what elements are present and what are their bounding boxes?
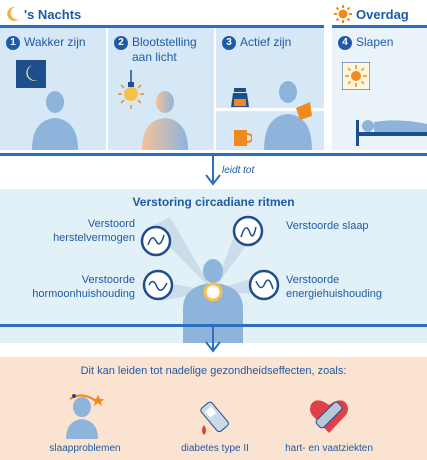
heart-bandage-icon bbox=[310, 400, 348, 433]
window-moon-icon bbox=[16, 60, 46, 88]
arrow-down-icon bbox=[205, 174, 221, 186]
day-header: Overdag bbox=[356, 7, 409, 22]
disruption-label-hormoon: Verstoorde hormoonhuishouding bbox=[32, 274, 135, 300]
panel-slapen: 4 Slapen bbox=[332, 28, 427, 150]
glucose-meter-icon bbox=[200, 401, 229, 435]
panel-actief-zijn: 3 Actief zijn bbox=[216, 28, 324, 150]
connector-bar-top bbox=[0, 153, 427, 156]
window-sun-icon bbox=[342, 62, 370, 90]
person-figure bbox=[32, 91, 78, 150]
disruption-label-herstel: Verstoord herstelvermogen bbox=[53, 218, 135, 244]
arrow-down-icon bbox=[205, 341, 221, 353]
effect-label-diabetes: diabetes type II bbox=[181, 443, 249, 454]
effects-panel: Dit kan leiden tot nadelige gezondheidse… bbox=[0, 357, 427, 460]
clock-icon bbox=[232, 215, 264, 247]
step-number: 4 bbox=[338, 36, 352, 50]
person-figure bbox=[142, 91, 188, 150]
sun-icon bbox=[334, 5, 352, 28]
disruption-panel: Verstoring circadiane ritmen Verstoord h… bbox=[0, 189, 427, 343]
moon-icon bbox=[6, 6, 20, 27]
coffee-pot-icon bbox=[231, 88, 249, 107]
connector-label: leidt tot bbox=[222, 165, 255, 176]
night-header: 's Nachts bbox=[24, 7, 82, 22]
panel-label: Slapen bbox=[356, 35, 394, 49]
step-number: 3 bbox=[222, 36, 236, 50]
panel-blootstelling: 2 Blootstelling aan licht bbox=[108, 28, 214, 150]
connector-bar-bottom bbox=[0, 324, 427, 327]
effects-title: Dit kan leiden tot nadelige gezondheidse… bbox=[80, 365, 347, 377]
disruption-diagram bbox=[150, 217, 266, 343]
clock-icon bbox=[140, 225, 172, 257]
clock-icon bbox=[248, 269, 280, 301]
disruption-title: Verstoring circadiane ritmen bbox=[132, 195, 295, 209]
panel-label: Wakker zijn bbox=[24, 35, 86, 49]
person-figure bbox=[264, 81, 312, 150]
day-header-rule bbox=[332, 25, 427, 28]
mug-icon bbox=[234, 130, 252, 146]
step-number: 2 bbox=[114, 36, 128, 50]
disruption-label-energie: Verstoorde energiehuishouding bbox=[286, 274, 383, 300]
connector-line bbox=[212, 156, 214, 182]
disruption-label-slaap: Verstoorde slaap bbox=[286, 220, 369, 232]
lamp-icon bbox=[118, 70, 144, 109]
effect-label-slaap: slaapproblemen bbox=[49, 443, 121, 454]
panel-label: Actief zijn bbox=[240, 35, 292, 49]
panel-label: Blootstelling aan licht bbox=[132, 35, 197, 64]
effect-label-hart: hart- en vaatziekten bbox=[285, 443, 373, 454]
shelf bbox=[216, 108, 324, 111]
step-number: 1 bbox=[6, 36, 20, 50]
bed-sleeper-icon bbox=[356, 120, 427, 146]
night-header-rule bbox=[0, 25, 324, 28]
panel-wakker-zijn: 1 Wakker zijn bbox=[0, 28, 106, 150]
head-stars-icon bbox=[66, 394, 104, 439]
connector-line bbox=[212, 327, 214, 349]
clock-icon bbox=[142, 269, 174, 301]
